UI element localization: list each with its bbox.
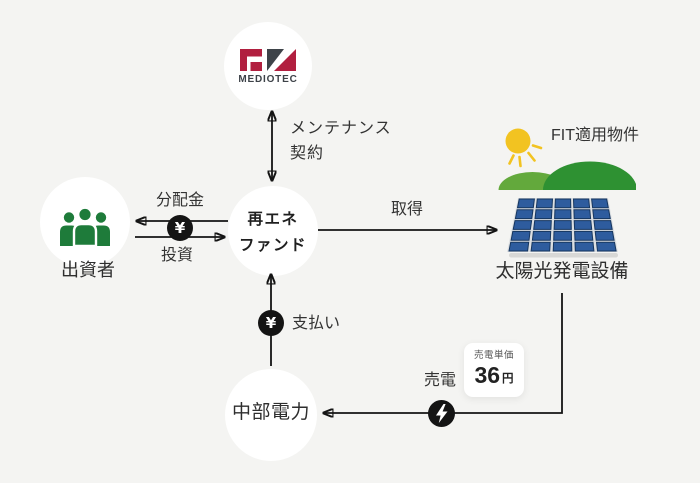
node-investors	[40, 177, 130, 267]
maintenance-label-line1: メンテナンス	[290, 120, 392, 137]
distribution-label: 分配金	[156, 192, 205, 209]
payment-label: 支払い	[292, 315, 341, 332]
price-badge-unit: 円	[502, 373, 514, 385]
fund-label-line2: ファンド	[238, 235, 307, 254]
yen-icon: ¥	[258, 310, 284, 336]
sun-icon	[505, 128, 543, 168]
yen-icon: ¥	[167, 215, 193, 241]
price-badge: 売電単価 36 円	[464, 343, 524, 397]
mediotec-wordmark: MEDIOTEC	[238, 73, 298, 85]
price-badge-title: 売電単価	[473, 350, 514, 361]
people-group-icon	[60, 206, 110, 246]
solar-panel-icon	[507, 198, 618, 258]
maintenance-label-line2: 契約	[290, 145, 325, 162]
node-chubu-electric: 中部電力	[225, 369, 317, 461]
solar-plant-label: 太陽光発電設備	[495, 261, 629, 282]
lightning-icon	[428, 400, 455, 427]
chubu-electric-label: 中部電力	[231, 401, 310, 423]
arrow-electricity-sale	[324, 293, 563, 413]
mediotec-logo-icon	[240, 48, 296, 71]
node-fund: 再エネ ファンド	[228, 186, 318, 276]
hills-icon	[498, 161, 636, 190]
fund-label-line1: 再エネ	[247, 209, 299, 228]
fit-tag-label: FIT適用物件	[551, 127, 639, 144]
node-mediotec: MEDIOTEC	[224, 22, 312, 110]
investment-label: 投資	[161, 247, 194, 264]
price-badge-value: 36	[474, 361, 501, 388]
electricity-sale-label: 売電	[424, 372, 457, 389]
acquisition-label: 取得	[391, 201, 424, 218]
investors-label: 出資者	[61, 260, 115, 280]
